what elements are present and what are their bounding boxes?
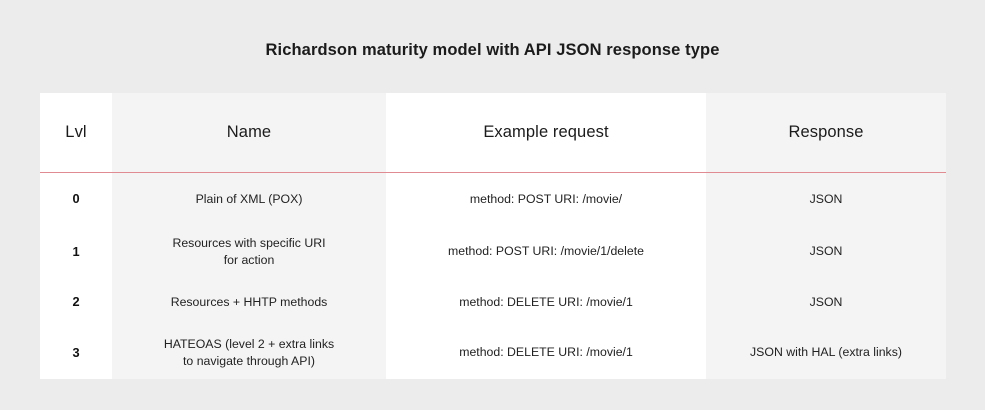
table-body: 0 Plain of XML (POX) method: POST URI: /… <box>40 172 946 379</box>
column-header-response: Response <box>706 93 946 173</box>
cell-name-line-1: Plain of XML (POX) <box>195 191 303 206</box>
cell-name: Resources + HHTP methods <box>112 278 386 327</box>
cell-response: JSON <box>706 278 946 327</box>
cell-lvl: 2 <box>40 278 112 327</box>
cell-name-line-1: Resources + HHTP methods <box>170 294 328 309</box>
cell-example-request: method: DELETE URI: /movie/1 <box>386 327 706 379</box>
cell-response: JSON with HAL (extra links) <box>706 327 946 379</box>
table-header: Lvl Name Example request Response <box>40 93 946 173</box>
cell-response: JSON <box>706 226 946 278</box>
richardson-maturity-table: Lvl Name Example request Response 0 Plai… <box>40 93 946 379</box>
cell-name: Resources with specific URI for action <box>112 226 386 278</box>
cell-name-line-1: HATEOAS (level 2 + extra links <box>163 336 335 351</box>
table-row: 3 HATEOAS (level 2 + extra links to navi… <box>40 327 946 379</box>
table-header-row: Lvl Name Example request Response <box>40 93 946 173</box>
cell-response: JSON <box>706 172 946 226</box>
cell-name-line-1: Resources with specific URI <box>172 235 326 250</box>
cell-example-request: method: DELETE URI: /movie/1 <box>386 278 706 327</box>
cell-name-line-2: for action <box>223 253 275 267</box>
column-header-lvl: Lvl <box>40 93 112 173</box>
cell-lvl: 0 <box>40 172 112 226</box>
table-row: 1 Resources with specific URI for action… <box>40 226 946 278</box>
cell-name: Plain of XML (POX) <box>112 172 386 226</box>
cell-name: HATEOAS (level 2 + extra links to naviga… <box>112 327 386 379</box>
table-row: 0 Plain of XML (POX) method: POST URI: /… <box>40 172 946 226</box>
column-header-example-request: Example request <box>386 93 706 173</box>
cell-lvl: 1 <box>40 226 112 278</box>
cell-example-request: method: POST URI: /movie/ <box>386 172 706 226</box>
page-title: Richardson maturity model with API JSON … <box>265 41 720 59</box>
column-header-name: Name <box>112 93 386 173</box>
cell-lvl: 3 <box>40 327 112 379</box>
cell-name-line-2: to navigate through API) <box>183 354 315 368</box>
table-row: 2 Resources + HHTP methods method: DELET… <box>40 278 946 327</box>
cell-example-request: method: POST URI: /movie/1/delete <box>386 226 706 278</box>
